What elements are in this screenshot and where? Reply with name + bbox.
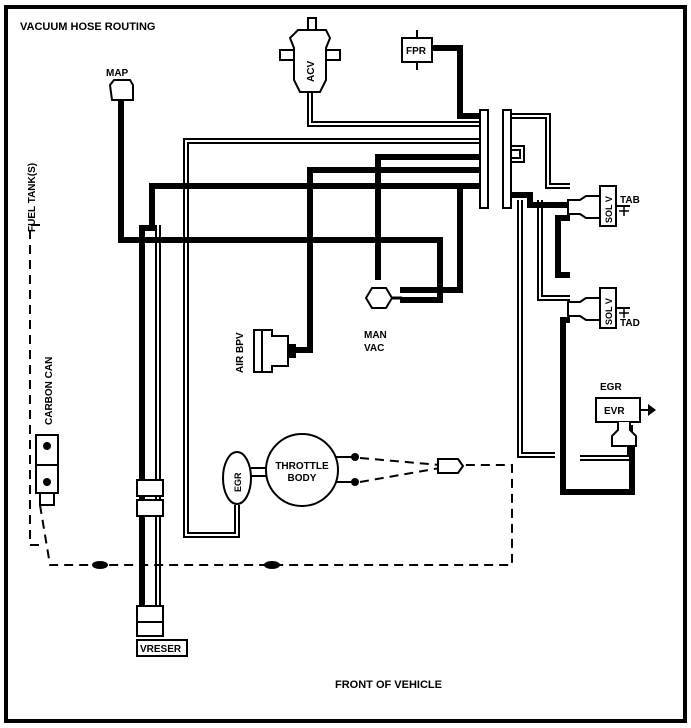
throttle-label: BODY <box>288 473 317 484</box>
egr-evr-heading: EGR <box>600 382 622 393</box>
map-sensor <box>108 79 134 101</box>
tab-label: TAB <box>620 195 640 206</box>
map-label: MAP <box>106 68 129 79</box>
evr-label: EVR <box>604 406 625 417</box>
sol-v-tad <box>567 287 630 329</box>
tad-label: TAD <box>620 318 640 329</box>
manifold-vacuum-fitting <box>364 287 402 309</box>
fpr-label: FPR <box>406 46 427 57</box>
vreser-connectors <box>136 479 164 637</box>
acv-component <box>279 17 341 93</box>
sol-v-tab <box>567 185 630 227</box>
man-vac-label: VAC <box>364 343 384 354</box>
egr-valve-label: EGR <box>233 472 243 492</box>
carbon-can-label: CARBON CAN <box>44 357 55 425</box>
vacuum-manifold-block <box>479 109 512 209</box>
carbon-canister <box>35 434 59 506</box>
vapor-line-filter <box>92 561 108 569</box>
egr-valve <box>222 451 268 505</box>
air-bpv-component <box>253 329 296 373</box>
evr-component <box>595 397 656 447</box>
throttle-body <box>265 433 359 507</box>
frame <box>4 5 687 723</box>
vreser-box <box>136 639 188 657</box>
diagram-title: VACUUM HOSE ROUTING <box>20 21 155 33</box>
vreser-label: VRESER <box>140 644 182 655</box>
fuel-tank-label: FUEL TANK(S) <box>27 163 38 232</box>
sol-v-label: SOL V <box>604 298 614 325</box>
sol-v-label: SOL V <box>604 196 614 223</box>
vapor-line-filter <box>264 561 280 569</box>
fpr-component <box>401 30 433 70</box>
dashed-vapor-lines <box>29 224 513 566</box>
man-vac-label: MAN <box>364 330 387 341</box>
vapor-line-filter <box>437 458 465 474</box>
air-bpv-label: AIR BPV <box>235 332 246 373</box>
solid-hoses <box>118 45 635 630</box>
acv-label: ACV <box>306 61 317 82</box>
front-of-vehicle-label: FRONT OF VEHICLE <box>335 679 442 691</box>
throttle-label: THROTTLE <box>275 461 329 472</box>
